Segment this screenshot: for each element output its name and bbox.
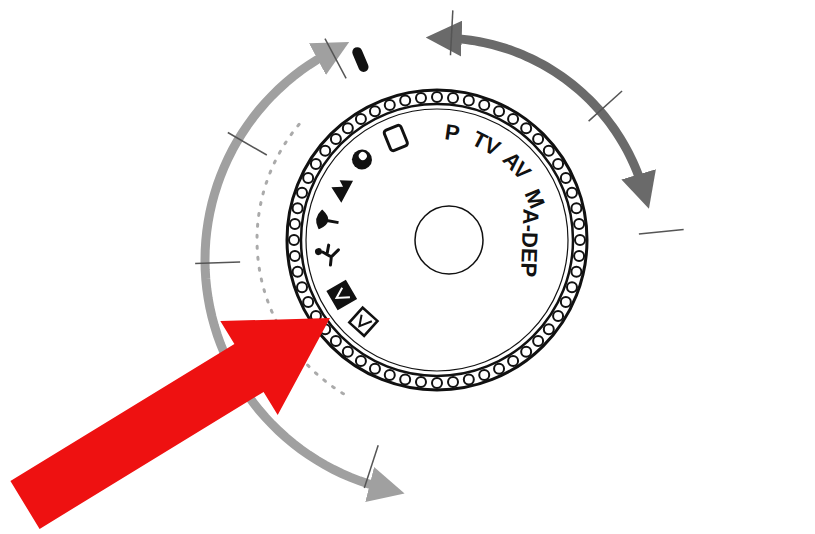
tick-line bbox=[450, 10, 452, 55]
mode-icon bbox=[316, 211, 339, 230]
knurl bbox=[567, 188, 577, 198]
knurl bbox=[561, 173, 571, 183]
knurl bbox=[356, 356, 366, 366]
knurl bbox=[479, 370, 489, 380]
knurl bbox=[311, 159, 321, 169]
knurl bbox=[432, 378, 442, 388]
tick-line bbox=[364, 445, 378, 488]
knurl bbox=[553, 159, 563, 169]
knurl bbox=[448, 93, 458, 103]
index-mark bbox=[351, 46, 370, 74]
knurl bbox=[448, 377, 458, 387]
knurl bbox=[385, 370, 395, 380]
knurl bbox=[574, 219, 584, 229]
knurl bbox=[293, 267, 303, 277]
knurl bbox=[356, 114, 366, 124]
knurl bbox=[370, 106, 380, 116]
knurl bbox=[567, 282, 577, 292]
mode-label: P bbox=[443, 121, 461, 145]
knurl bbox=[432, 92, 442, 102]
knurl bbox=[289, 235, 299, 245]
knurl bbox=[303, 173, 313, 183]
tick-line bbox=[589, 91, 622, 121]
dial-ring bbox=[301, 104, 573, 376]
knurl bbox=[290, 219, 300, 229]
knurl bbox=[494, 364, 504, 374]
knurl bbox=[508, 356, 518, 366]
mode-icon bbox=[314, 244, 340, 267]
knurl bbox=[400, 374, 410, 384]
dial-hub bbox=[415, 206, 483, 274]
knurl bbox=[571, 267, 581, 277]
knurl bbox=[479, 100, 489, 110]
dial-outer bbox=[287, 90, 587, 390]
knurl bbox=[494, 106, 504, 116]
knurl bbox=[575, 235, 585, 245]
mode-icon bbox=[328, 281, 355, 308]
mode-icon bbox=[348, 145, 376, 173]
knurl bbox=[553, 311, 563, 321]
mode-label: A-DEP bbox=[517, 209, 541, 278]
knurl bbox=[343, 347, 353, 357]
tick-line bbox=[228, 133, 267, 156]
knurl bbox=[464, 96, 474, 106]
tick-line bbox=[195, 262, 240, 264]
knurl bbox=[544, 324, 554, 334]
knurl bbox=[416, 93, 426, 103]
knurl bbox=[290, 251, 300, 261]
knurl bbox=[533, 134, 543, 144]
knurl bbox=[533, 336, 543, 346]
knurl bbox=[370, 364, 380, 374]
knurl bbox=[303, 297, 313, 307]
tick-line bbox=[325, 39, 346, 79]
knurl bbox=[574, 251, 584, 261]
knurl bbox=[293, 203, 303, 213]
knurl bbox=[561, 297, 571, 307]
knurl bbox=[571, 203, 581, 213]
knurl bbox=[544, 146, 554, 156]
mode-icon bbox=[383, 124, 408, 151]
knurl bbox=[297, 188, 307, 198]
knurl bbox=[331, 336, 341, 346]
knurl bbox=[297, 282, 307, 292]
knurl bbox=[385, 100, 395, 110]
pointer-arrow bbox=[10, 318, 330, 529]
dial-ring bbox=[306, 109, 568, 371]
tick-line bbox=[639, 229, 684, 234]
knurl bbox=[464, 374, 474, 384]
knurl bbox=[508, 114, 518, 124]
knurl bbox=[521, 347, 531, 357]
knurl bbox=[331, 134, 341, 144]
knurl bbox=[320, 146, 330, 156]
knurl bbox=[343, 123, 353, 133]
knurl bbox=[400, 96, 410, 106]
mode-icon bbox=[349, 308, 377, 336]
mode-icon bbox=[327, 173, 353, 203]
knurl bbox=[521, 123, 531, 133]
knurl bbox=[416, 377, 426, 387]
